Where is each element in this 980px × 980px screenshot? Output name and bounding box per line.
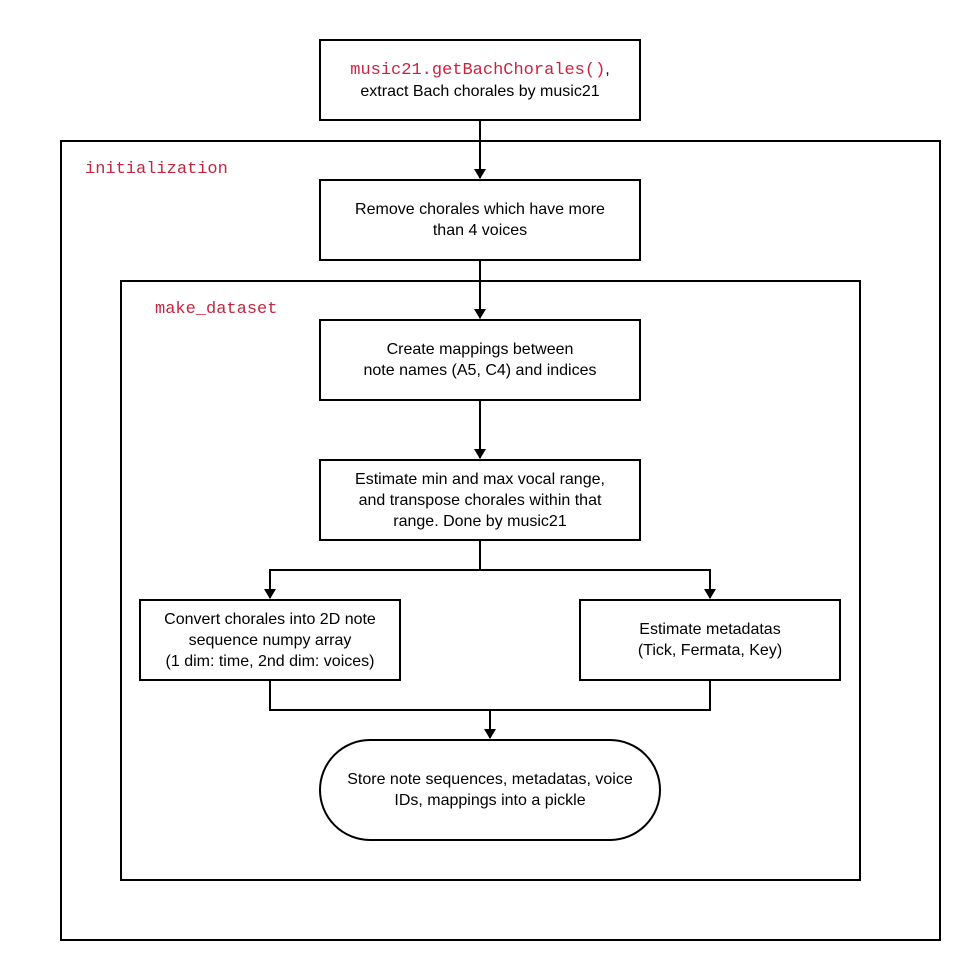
- branch-line-right: [480, 569, 716, 599]
- store-pickle-terminal: Store note sequences, metadatas, voice I…: [319, 739, 661, 841]
- estimate-range-box: Estimate min and max vocal range, and tr…: [319, 459, 641, 541]
- load-chorales-box: music21.getBachChorales(), extract Bach …: [319, 39, 641, 121]
- branch-line: [264, 540, 481, 599]
- remove-chorales-box: Remove chorales which have more than 4 v…: [319, 179, 641, 261]
- estimate-metadata-box: Estimate metadatas (Tick, Fermata, Key): [579, 599, 841, 681]
- get-bach-chorales-code: music21.getBachChorales(): [350, 60, 606, 80]
- load-chorales-text: extract Bach chorales by music21: [360, 82, 600, 100]
- merge-line-left: [269, 680, 496, 739]
- make-dataset-frame: [120, 280, 861, 881]
- initialization-frame: [60, 140, 941, 941]
- initialization-label: initialization: [85, 160, 228, 179]
- convert-chorales-box: Convert chorales into 2D note sequence n…: [139, 599, 401, 681]
- make-dataset-label: make_dataset: [155, 300, 278, 319]
- create-mappings-box: Create mappings between note names (A5, …: [319, 319, 641, 401]
- merge-line-right: [490, 680, 711, 711]
